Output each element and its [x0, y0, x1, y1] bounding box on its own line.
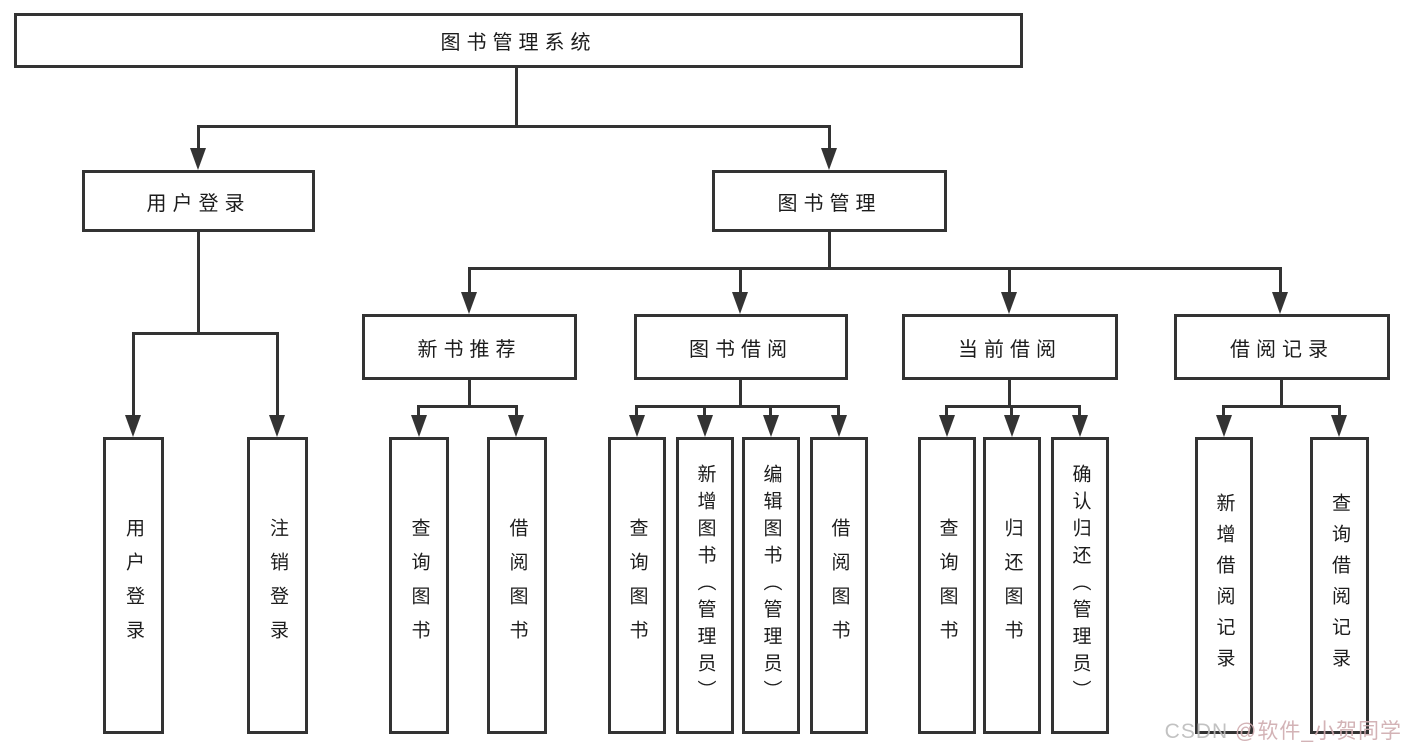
- node-new-book-recommend-label: 新书推荐: [417, 338, 522, 361]
- leaf-query-books-1-label: 查询图书: [408, 517, 430, 654]
- leaf-query-books-2: 查询图书: [608, 437, 666, 734]
- arrow-down-icon: [697, 415, 713, 437]
- leaf-query-books-3-label: 查询图书: [936, 517, 958, 654]
- leaf-query-books-3: 查询图书: [918, 437, 976, 734]
- node-borrow-records-label: 借阅记录: [1230, 338, 1334, 361]
- leaf-query-borrow-record: 查询借阅记录: [1310, 437, 1369, 734]
- leaf-confirm-return-admin-label: 确认归还（管理员）: [1069, 464, 1091, 707]
- arrow-down-icon: [1331, 415, 1347, 437]
- node-new-book-recommend: 新书推荐: [362, 314, 577, 380]
- arrow-down-icon: [461, 292, 477, 314]
- arrow-down-icon: [821, 148, 837, 170]
- arrow-down-icon: [1072, 415, 1088, 437]
- node-book-borrow-label: 图书借阅: [689, 338, 793, 361]
- connector-line: [769, 405, 772, 417]
- node-user-login: 用户登录: [82, 170, 315, 232]
- connector-line: [1008, 380, 1011, 408]
- connector-line: [417, 405, 420, 417]
- leaf-borrow-books-2-label: 借阅图书: [828, 517, 850, 654]
- node-book-borrow: 图书借阅: [634, 314, 848, 380]
- node-user-login-label: 用户登录: [146, 192, 251, 215]
- arrow-down-icon: [939, 415, 955, 437]
- csdn-watermark: CSDN @软件_小贺同学: [1165, 715, 1402, 745]
- arrow-down-icon: [508, 415, 524, 437]
- leaf-borrow-books-2: 借阅图书: [810, 437, 868, 734]
- connector-line: [739, 380, 742, 408]
- connector-line: [945, 405, 1081, 408]
- connector-line: [703, 405, 706, 417]
- arrow-down-icon: [1216, 415, 1232, 437]
- csdn-watermark-handle: @软件_小贺同学: [1235, 720, 1402, 743]
- connector-line: [468, 267, 471, 293]
- connector-line: [1279, 267, 1282, 293]
- leaf-user-login: 用户登录: [103, 437, 164, 734]
- connector-line: [197, 125, 200, 150]
- node-root: 图书管理系统: [14, 13, 1023, 68]
- connector-line: [197, 232, 200, 335]
- arrow-down-icon: [1272, 292, 1288, 314]
- connector-line: [837, 405, 840, 417]
- connector-line: [468, 267, 1282, 270]
- arrow-down-icon: [411, 415, 427, 437]
- connector-line: [132, 332, 135, 417]
- arrow-down-icon: [1004, 415, 1020, 437]
- node-root-label: 图书管理系统: [440, 32, 597, 54]
- leaf-edit-books-admin-label: 编辑图书（管理员）: [760, 464, 782, 707]
- connector-line: [1222, 405, 1225, 417]
- connector-line: [828, 125, 831, 150]
- leaf-add-borrow-record-label: 新增借阅记录: [1213, 492, 1235, 679]
- leaf-borrow-books-1-label: 借阅图书: [506, 517, 528, 654]
- connector-line: [276, 332, 279, 417]
- leaf-borrow-books-1: 借阅图书: [487, 437, 547, 734]
- leaf-user-login-label: 用户登录: [123, 517, 144, 654]
- connector-line: [197, 125, 831, 128]
- arrow-down-icon: [763, 415, 779, 437]
- connector-line: [515, 405, 518, 417]
- node-borrow-records: 借阅记录: [1174, 314, 1390, 380]
- connector-line: [1280, 380, 1283, 408]
- arrow-down-icon: [629, 415, 645, 437]
- arrow-down-icon: [831, 415, 847, 437]
- leaf-logout-label: 注销登录: [267, 517, 288, 654]
- connector-line: [1338, 405, 1341, 417]
- arrow-down-icon: [1001, 292, 1017, 314]
- leaf-return-books: 归还图书: [983, 437, 1041, 734]
- connector-line: [635, 405, 638, 417]
- node-book-management-label: 图书管理: [777, 192, 882, 215]
- connector-line: [1078, 405, 1081, 417]
- node-book-management: 图书管理: [712, 170, 947, 232]
- connector-line: [1222, 405, 1341, 408]
- node-current-borrow-label: 当前借阅: [958, 338, 1062, 361]
- connector-line: [468, 380, 471, 408]
- leaf-query-borrow-record-label: 查询借阅记录: [1329, 492, 1350, 679]
- arrow-down-icon: [732, 292, 748, 314]
- leaf-query-books-1: 查询图书: [389, 437, 449, 734]
- leaf-return-books-label: 归还图书: [1001, 517, 1023, 654]
- leaf-add-borrow-record: 新增借阅记录: [1195, 437, 1253, 734]
- connector-line: [515, 68, 518, 128]
- node-current-borrow: 当前借阅: [902, 314, 1118, 380]
- leaf-confirm-return-admin: 确认归还（管理员）: [1051, 437, 1109, 734]
- connector-line: [828, 232, 831, 270]
- connector-line: [1008, 267, 1011, 293]
- connector-line: [417, 405, 517, 408]
- leaf-add-books-admin: 新增图书（管理员）: [676, 437, 734, 734]
- connector-line: [739, 267, 742, 293]
- connector-line: [635, 405, 840, 408]
- leaf-query-books-2-label: 查询图书: [626, 517, 648, 654]
- leaf-edit-books-admin: 编辑图书（管理员）: [742, 437, 800, 734]
- leaf-add-books-admin-label: 新增图书（管理员）: [694, 464, 716, 707]
- leaf-logout: 注销登录: [247, 437, 308, 734]
- connector-line: [945, 405, 948, 417]
- arrow-down-icon: [269, 415, 285, 437]
- connector-line: [1010, 405, 1013, 417]
- arrow-down-icon: [125, 415, 141, 437]
- arrow-down-icon: [190, 148, 206, 170]
- connector-line: [132, 332, 279, 335]
- csdn-watermark-prefix: CSDN: [1164, 720, 1235, 743]
